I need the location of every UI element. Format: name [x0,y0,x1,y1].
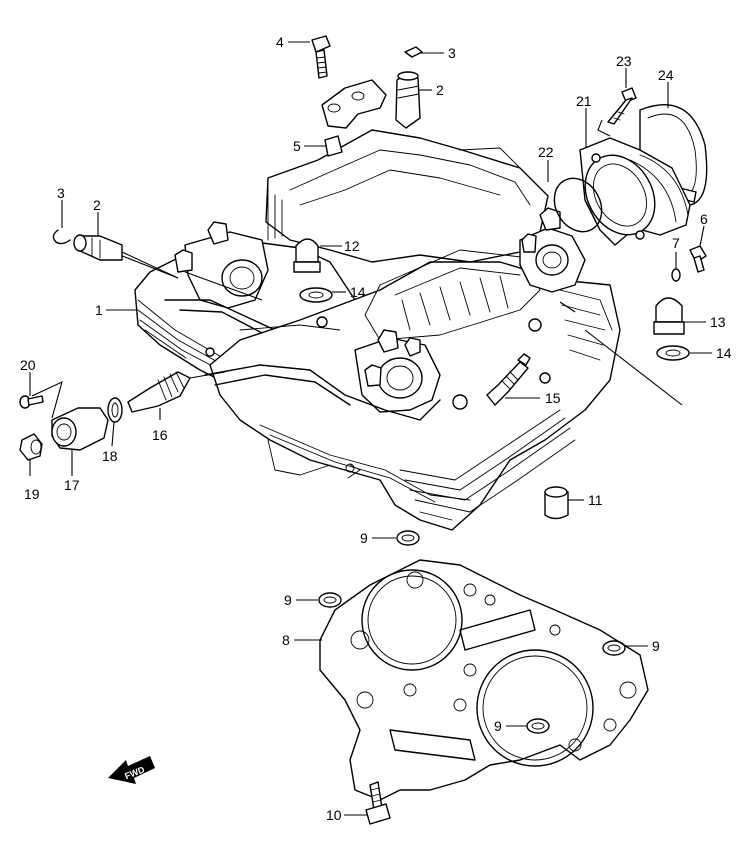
o-ring-part-18 [107,397,123,423]
bolt-part-10 [365,781,391,825]
forward-direction-badge: FWD [108,756,155,784]
callout-9-b: 9 [284,592,292,608]
clip-part-3-top [404,46,423,58]
screw-part-23 [607,87,637,125]
callout-15: 15 [545,390,561,406]
bracket-part [321,79,387,129]
callout-11: 11 [588,492,603,508]
callout-9-d: 9 [494,718,502,734]
callout-21: 21 [576,93,592,109]
callout-14-right: 14 [716,345,732,361]
bolt-part-6 [689,245,707,273]
housing-part-17 [51,407,109,451]
callout-18: 18 [102,448,118,464]
callout-7: 7 [672,235,680,251]
intake-pipe-part-21 [579,137,691,246]
callout-14-upper: 14 [350,284,366,300]
callout-4: 4 [276,34,284,50]
clip-part-3-left [52,229,71,245]
callout-2-left: 2 [93,197,101,213]
callout-13: 13 [710,314,726,330]
callout-17: 17 [64,477,80,493]
callout-5: 5 [293,138,301,154]
callout-3-left: 3 [57,185,65,201]
tappet-part-2-left [73,234,123,261]
callout-6: 6 [700,211,708,227]
washer-part-14-right [656,345,690,361]
dowel-part-9-a [396,530,420,546]
callout-19: 19 [24,486,40,502]
head-gasket-part-8 [319,559,649,801]
callout-9-c: 9 [652,638,660,654]
cylinder-head-drawing [134,129,621,531]
dowel-part-5 [324,135,343,157]
callout-16: 16 [152,427,168,443]
callout-8: 8 [282,632,290,648]
callout-1: 1 [95,302,103,318]
washer-part-7 [671,268,681,282]
washer-part-14-upper [299,287,333,303]
o-ring-part-22 [553,177,603,233]
dowel-part-9-b [318,592,342,608]
callout-20: 20 [20,357,36,373]
callout-2-top: 2 [436,82,444,98]
dowel-part-9-c [602,640,626,656]
bolt-part-4 [311,35,331,79]
callout-24: 24 [658,67,674,83]
tappet-part-2-top [395,71,421,129]
callout-3-top: 3 [448,45,456,61]
cap-nut-part-13 [653,297,685,335]
callout-12: 12 [344,238,360,254]
cap-nut-part-12 [293,238,321,273]
callout-10: 10 [326,807,342,823]
callout-22: 22 [538,144,554,160]
sleeve-part-11 [544,486,569,520]
gear-part-16 [127,371,191,413]
callout-9-a: 9 [360,530,368,546]
screw-part-20 [19,395,44,409]
cap-part-19 [19,433,43,461]
callout-23: 23 [616,53,632,69]
dowel-part-9-d [526,718,550,734]
